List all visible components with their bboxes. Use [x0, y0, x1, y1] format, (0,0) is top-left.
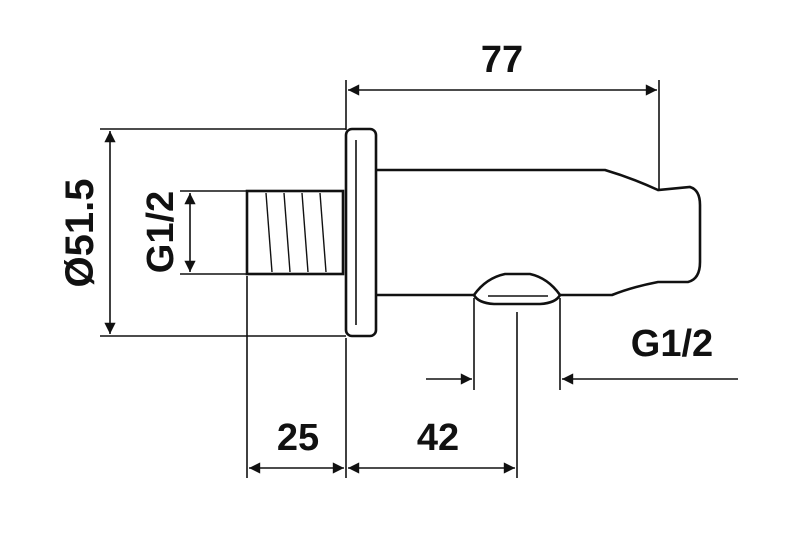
thread-length-label: 25	[277, 417, 319, 459]
dimension-thread-length: 25	[246, 276, 347, 478]
flange	[344, 127, 378, 338]
outlet-thread-label: G1/2	[631, 323, 713, 365]
outlet-nipple	[472, 272, 562, 306]
outlet-offset-label: 42	[417, 417, 459, 459]
inlet-thread-label: G1/2	[140, 191, 182, 273]
spout-body	[376, 168, 702, 297]
threaded-inlet	[245, 189, 345, 276]
overall-length-label: 77	[481, 39, 523, 81]
dimension-inlet-thread: G1/2	[140, 190, 247, 275]
dimension-outlet-offset: 42	[348, 312, 518, 478]
dimension-flange-diameter: Ø51.5	[58, 128, 346, 337]
dimension-outlet-thread: G1/2	[426, 298, 738, 390]
flange-diameter-label: Ø51.5	[58, 179, 102, 288]
dimension-overall-length: 77	[345, 39, 660, 190]
part-outline	[245, 127, 702, 338]
